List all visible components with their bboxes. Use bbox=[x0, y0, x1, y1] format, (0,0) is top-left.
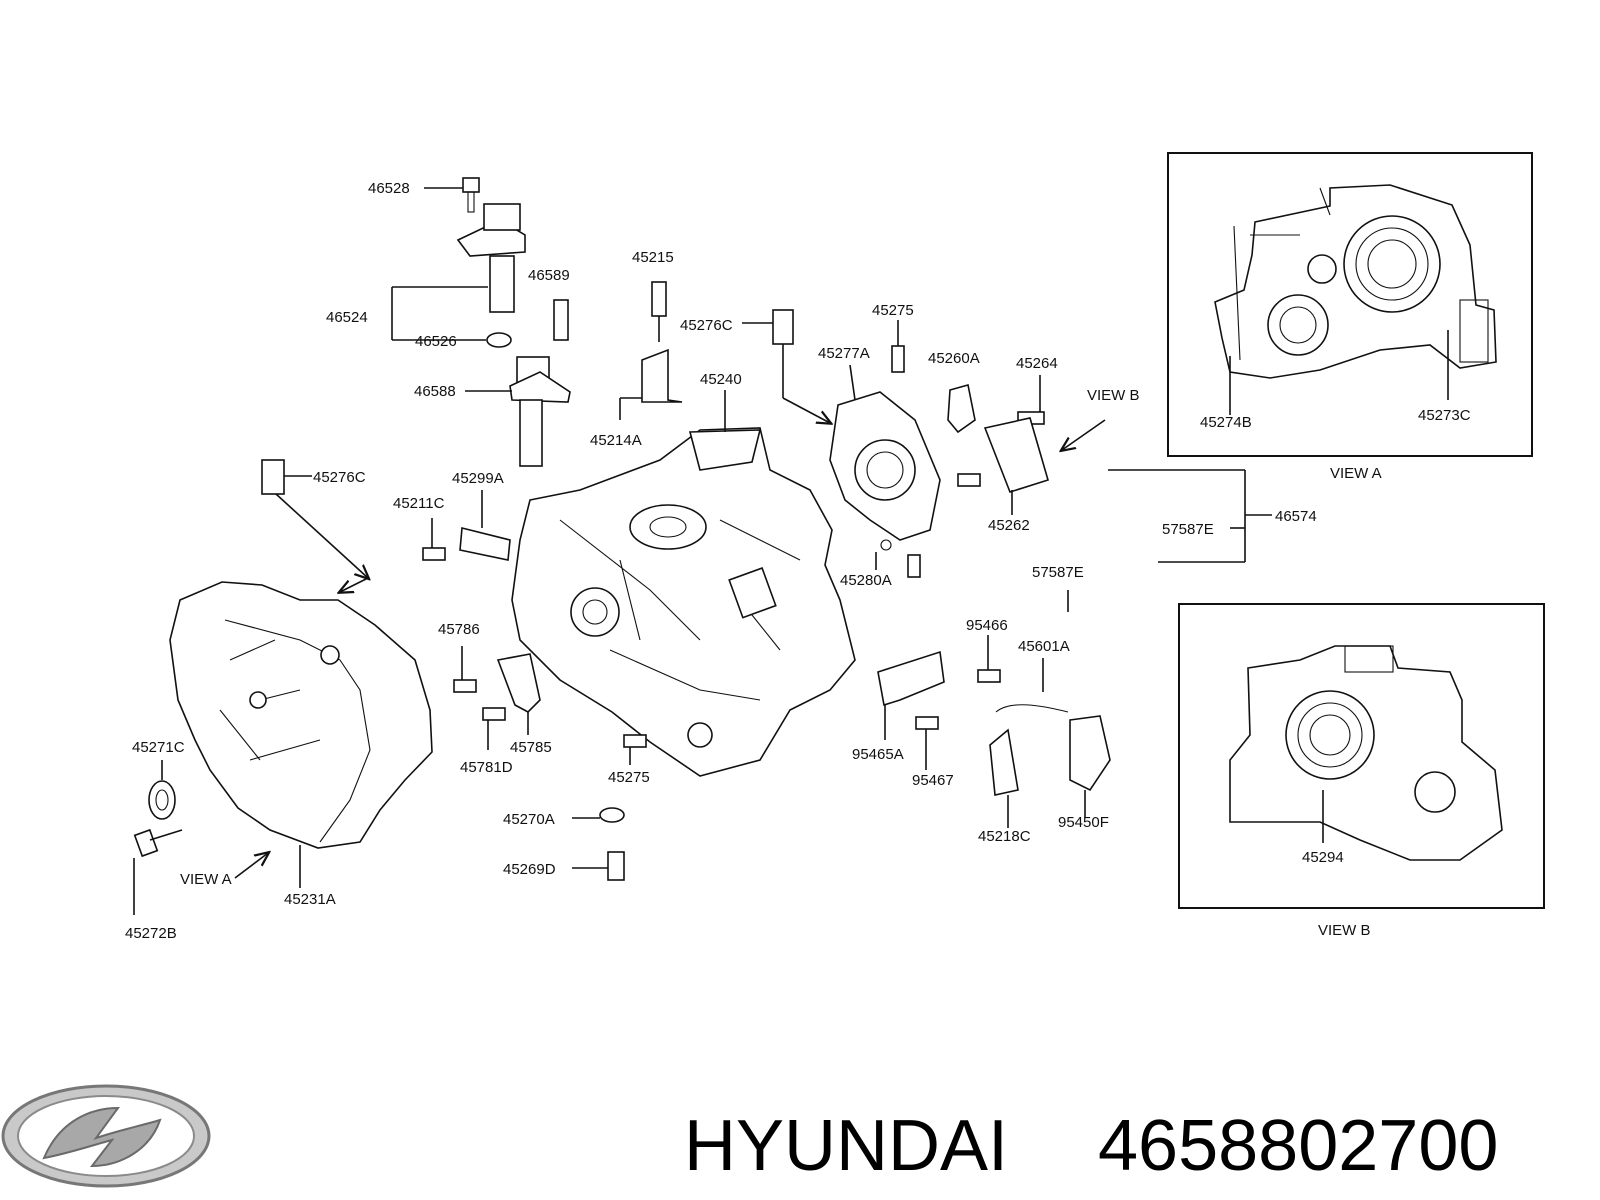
plate-45299a bbox=[422, 490, 511, 561]
label-45785: 45785 bbox=[510, 739, 552, 756]
label-45218c: 45218C bbox=[978, 828, 1031, 845]
label-95450f: 95450F bbox=[1058, 814, 1109, 831]
label-45214a: 45214A bbox=[590, 432, 642, 449]
label-95466: 95466 bbox=[966, 617, 1008, 634]
label-45231a: 45231A bbox=[284, 891, 336, 908]
bracket-45214a bbox=[619, 281, 683, 420]
part-labels: 46528 46524 46526 46589 46588 45215 4527… bbox=[125, 180, 1317, 942]
label-95467: 95467 bbox=[912, 772, 954, 789]
sensor-46588 bbox=[465, 299, 571, 467]
label-46528: 46528 bbox=[368, 180, 410, 197]
seal-45271c bbox=[133, 760, 268, 915]
label-45275-top: 45275 bbox=[872, 302, 914, 319]
label-95465a: 95465A bbox=[852, 746, 904, 763]
clip-45280a bbox=[875, 539, 921, 578]
label-45294: 45294 bbox=[1302, 849, 1344, 866]
cover-45277a bbox=[829, 320, 941, 541]
converter-housing bbox=[169, 581, 433, 888]
label-45786: 45786 bbox=[438, 621, 480, 638]
label-45269d: 45269D bbox=[503, 861, 556, 878]
converter-housing-body bbox=[169, 581, 433, 849]
view-b-caption: VIEW B bbox=[1318, 922, 1371, 939]
label-45280a: 45280A bbox=[840, 572, 892, 589]
hyundai-logo-icon bbox=[1, 1084, 211, 1188]
label-45271c: 45271C bbox=[132, 739, 185, 756]
label-46589: 46589 bbox=[528, 267, 570, 284]
label-45211c: 45211C bbox=[393, 495, 445, 512]
connector-45276c-left bbox=[261, 459, 368, 592]
view-a-inset: 45274B 45273C VIEW A bbox=[1167, 152, 1533, 482]
bracket-95465a bbox=[877, 635, 1001, 770]
label-46588: 46588 bbox=[414, 383, 456, 400]
connector-45276c-top bbox=[742, 309, 830, 423]
label-45277a: 45277A bbox=[818, 345, 870, 362]
bolts-4578x bbox=[453, 646, 541, 750]
harness-95450f bbox=[989, 658, 1111, 828]
plate-45262 bbox=[947, 375, 1106, 515]
bolt-45275-bottom bbox=[623, 734, 647, 765]
label-45276c-top: 45276C bbox=[680, 317, 733, 334]
label-45299a: 45299A bbox=[452, 470, 504, 487]
view-a-frame bbox=[1167, 152, 1533, 457]
plugs-4527x bbox=[572, 807, 625, 881]
label-45781d: 45781D bbox=[460, 759, 513, 776]
label-45215: 45215 bbox=[632, 249, 674, 266]
label-46574: 46574 bbox=[1275, 508, 1317, 525]
label-45276c-left: 45276C bbox=[313, 469, 366, 486]
transaxle-case bbox=[511, 390, 856, 777]
label-45273c: 45273C bbox=[1418, 407, 1471, 424]
label-45272b: 45272B bbox=[125, 925, 177, 942]
label-57587e-b: 57587E bbox=[1032, 564, 1084, 581]
view-b-inset: 45294 VIEW B bbox=[1178, 603, 1545, 939]
label-45260a: 45260A bbox=[928, 350, 980, 367]
hose-46574 bbox=[1067, 468, 1272, 614]
label-45275-bottom: 45275 bbox=[608, 769, 650, 786]
view-b-frame bbox=[1178, 603, 1545, 909]
label-57587e-a: 57587E bbox=[1162, 521, 1214, 538]
label-46524: 46524 bbox=[326, 309, 368, 326]
label-45274b: 45274B bbox=[1200, 414, 1252, 431]
part-number: 4658802700 bbox=[1098, 1106, 1498, 1186]
label-45264: 45264 bbox=[1016, 355, 1058, 372]
label-view-a-arrow: VIEW A bbox=[180, 871, 232, 888]
label-45270a: 45270A bbox=[503, 811, 555, 828]
label-view-b-arrow: VIEW B bbox=[1087, 387, 1140, 404]
brand-name: HYUNDAI bbox=[684, 1106, 1008, 1186]
label-45262: 45262 bbox=[988, 517, 1030, 534]
sensor-46524 bbox=[391, 177, 526, 348]
transaxle-case-body bbox=[511, 427, 856, 777]
view-a-caption: VIEW A bbox=[1330, 465, 1382, 482]
label-45240: 45240 bbox=[700, 371, 742, 388]
label-45601a: 45601A bbox=[1018, 638, 1070, 655]
label-46526: 46526 bbox=[415, 333, 457, 350]
